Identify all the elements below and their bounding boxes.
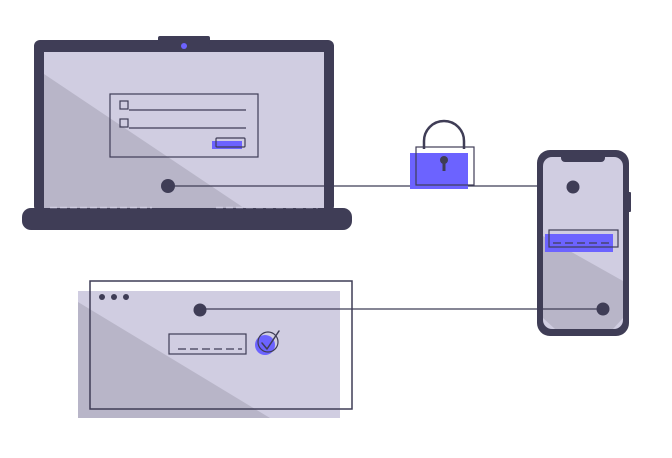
browser-code-field-outline <box>168 333 247 355</box>
browser-window-frame <box>89 280 353 410</box>
browser-connection-node <box>193 303 207 317</box>
login-form <box>109 93 259 158</box>
lock-icon <box>410 119 475 189</box>
camera-icon <box>181 43 187 49</box>
checkbox-trust-device[interactable] <box>119 118 129 128</box>
window-dots-icon <box>99 294 129 300</box>
login-button[interactable] <box>215 137 246 148</box>
browser-code-field[interactable] <box>168 333 247 355</box>
laptop-screen-shade <box>44 74 244 208</box>
laptop <box>22 36 352 230</box>
laptop-base <box>22 208 352 230</box>
phone-code-field-outline <box>548 229 619 248</box>
login-form-frame <box>109 93 259 158</box>
phone-notch <box>561 153 605 162</box>
phone-connection-node-top <box>566 180 580 194</box>
padlock-keyhole-slot <box>442 160 446 171</box>
check-circle-icon <box>255 330 280 355</box>
phone-code-field[interactable] <box>545 229 619 252</box>
padlock-body-fill <box>410 153 468 189</box>
padlock-body-outline <box>415 146 475 186</box>
laptop-webcam-housing <box>158 36 210 44</box>
checkbox-remember[interactable] <box>119 100 129 110</box>
browser-window <box>78 280 353 418</box>
padlock-shackle <box>422 119 466 149</box>
browser-window-shade <box>78 302 270 418</box>
login-button-highlight <box>212 141 242 149</box>
phone <box>537 150 631 336</box>
phone-side-button <box>628 192 631 212</box>
